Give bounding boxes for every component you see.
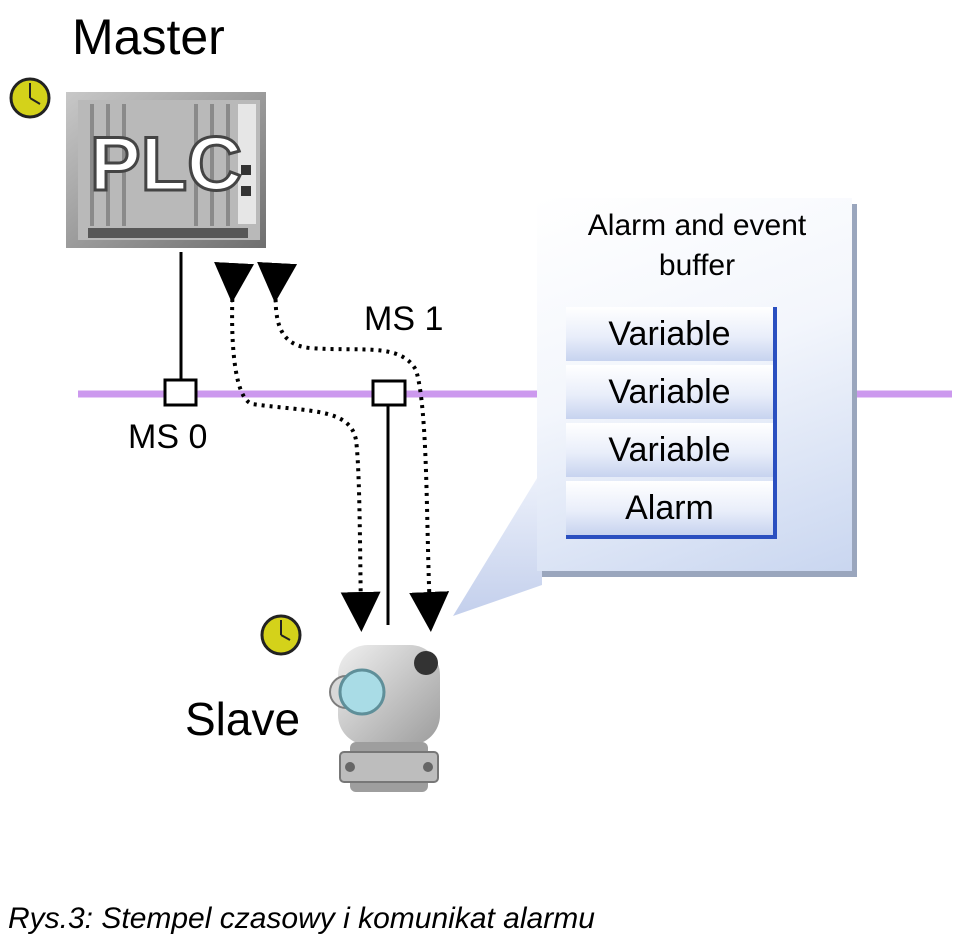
slave-title: Slave — [185, 693, 301, 745]
dotted-arrow-request — [214, 261, 381, 632]
bus-node-label-ms1: MS 1 — [364, 300, 444, 338]
bus-node-ms0 — [163, 378, 198, 407]
plc-label: PLC — [90, 122, 242, 207]
buffer-callout-pointer — [453, 470, 542, 616]
buffer-entries-list: Variable Variable Variable Alarm — [566, 307, 777, 539]
buffer-entry: Variable — [566, 423, 773, 477]
bus-node-label-ms0: MS 0 — [128, 418, 208, 456]
buffer-entry: Alarm — [566, 481, 773, 535]
figure-caption: Rys.3: Stempel czasowy i komunikat alarm… — [8, 902, 595, 935]
buffer-entry: Variable — [566, 307, 773, 361]
plc-rack-icon: PLC — [66, 92, 266, 248]
master-title: Master — [72, 9, 225, 65]
buffer-entry: Variable — [566, 365, 773, 419]
master-clock-icon — [9, 77, 51, 119]
pressure-transmitter-icon — [329, 645, 440, 792]
bus-node-ms1 — [371, 379, 407, 407]
slave-clock-icon — [260, 614, 302, 656]
